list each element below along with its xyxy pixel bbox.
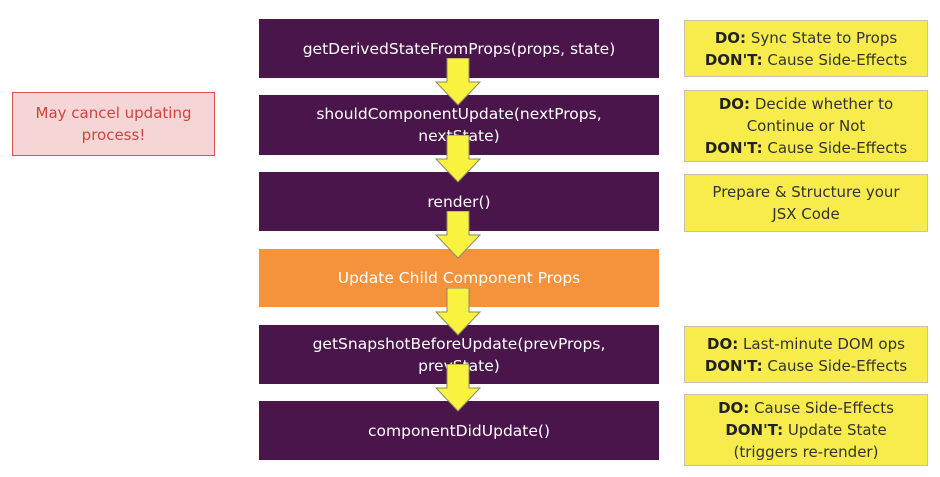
down-arrow-icon (434, 135, 482, 183)
note-line: DO: Sync State to Props (714, 28, 898, 47)
cancel-update-warning: May cancel updating process! (12, 92, 215, 156)
down-arrow-icon (434, 58, 482, 106)
note-line: (triggers re-render) (733, 443, 879, 461)
note-render: Prepare & Structure your JSX Code (684, 174, 928, 232)
note-line: DO: Decide whether to (718, 95, 894, 113)
note-line: DON'T: Cause Side-Effects (704, 50, 908, 69)
down-arrow-icon (434, 211, 482, 259)
note-line: DON'T: Cause Side-Effects (704, 356, 908, 375)
component-did-update-step: componentDidUpdate() (259, 401, 659, 460)
down-arrow-icon (434, 364, 482, 412)
down-arrow-icon (434, 288, 482, 336)
note-line: JSX Code (772, 205, 840, 223)
note-line: DO: Last-minute DOM ops (707, 334, 905, 353)
note-should-update: DO: Decide whether to Continue or Not DO… (684, 90, 928, 162)
note-snapshot: DO: Last-minute DOM ops DON'T: Cause Sid… (684, 326, 928, 383)
note-line: DON'T: Update State (725, 421, 887, 439)
note-line: Prepare & Structure your (712, 183, 900, 201)
note-line: Continue or Not (746, 117, 866, 135)
note-line: DO: Cause Side-Effects (718, 399, 894, 417)
note-line: DON'T: Cause Side-Effects (704, 139, 908, 157)
note-did-update: DO: Cause Side-Effects DON'T: Update Sta… (684, 394, 928, 466)
note-derived-state: DO: Sync State to Props DON'T: Cause Sid… (684, 20, 928, 77)
update-child-props-step: Update Child Component Props (259, 249, 659, 307)
